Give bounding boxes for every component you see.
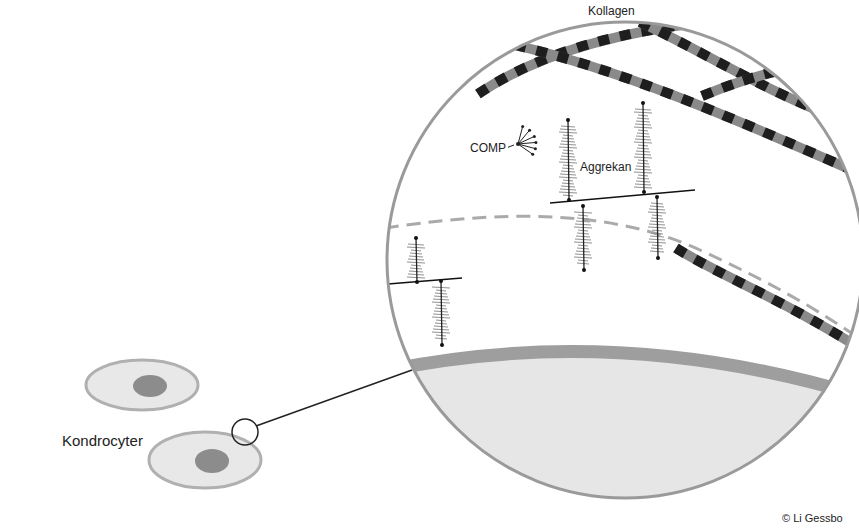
protein-end [582,268,586,272]
glycosaminoglycan-chain [635,169,651,170]
zoom-circle [387,22,859,498]
core-protein [416,238,417,282]
core-protein [441,281,442,345]
glycosaminoglycan-chain [574,257,592,258]
comp-arm-end [533,135,536,138]
zoom-marker [232,419,258,445]
collagen-fiber [515,45,859,178]
glycosaminoglycan-chain [559,192,577,193]
collagen-fiber [676,248,859,358]
glycosaminoglycan-chain [433,329,449,330]
glycosaminoglycan-chain [432,332,450,333]
core-protein [583,206,584,270]
core-protein [568,120,569,200]
zoom-content [370,22,859,520]
glycosaminoglycan-chain [634,172,652,173]
aggrecan-label: Aggrekan [578,160,633,174]
protein-end [581,204,585,208]
collagen-stripes [676,248,859,358]
aggrecan-molecule [648,195,666,260]
glycosaminoglycan-chain [577,248,589,249]
protein-end [642,190,646,194]
glycosaminoglycan-chain [560,189,576,190]
glycosaminoglycan-chain [563,180,573,181]
glycosaminoglycan-chain [434,326,448,327]
glycosaminoglycan-chain [435,338,447,339]
aggrecan-molecule [559,118,577,202]
comp-arm-end [534,141,537,144]
glycosaminoglycan-chain [435,323,447,324]
protein-end [566,118,570,122]
aggrecan-molecule [407,236,425,284]
comp-arm-end [534,147,537,150]
aggrecan-molecule [634,101,652,194]
glycosaminoglycan-chain [409,271,423,272]
glycosaminoglycan-chain [651,248,663,249]
comp-arm [518,144,533,154]
comp-arm [518,142,536,144]
collagen-label: Kollagen [586,4,637,18]
protein-end [439,279,443,283]
glycosaminoglycan-chain [637,178,649,179]
glycosaminoglycan-chain [637,163,649,164]
protein-end [656,256,660,260]
aggrecan-molecule [574,204,592,272]
chondrocyte-cell [86,360,198,410]
glycosaminoglycan-chain [562,183,574,184]
glycosaminoglycan-chain [636,166,650,167]
glycosaminoglycan-chain [635,184,651,185]
protein-end [641,101,645,105]
glycosaminoglycan-chain [436,335,446,336]
chondrocyte-label: Kondrocyter [60,432,145,450]
protein-end [414,236,418,240]
glycosaminoglycan-chain [577,263,589,264]
aggrecan-molecule [432,279,450,347]
glycosaminoglycan-chain [648,242,666,243]
zoom-leader [256,370,412,426]
protein-end [440,343,444,347]
glycosaminoglycan-chain [575,254,591,255]
glycosaminoglycan-chain [561,186,575,187]
chondrocyte-cell [149,432,261,488]
comp-arm-end [531,153,534,156]
aggrecan-group [388,101,695,347]
glycosaminoglycan-chain [578,260,588,261]
cell-nucleus [195,449,229,473]
glycosaminoglycan-chain [560,174,576,175]
protein-end [567,198,571,202]
comp-label: COMP [468,141,508,155]
collagen-stripes [515,45,859,178]
protein-end [655,195,659,199]
glycosaminoglycan-chain [410,268,422,269]
glycosaminoglycan-chain [650,251,664,252]
glycosaminoglycan-chain [636,181,650,182]
glycosaminoglycan-chain [634,187,652,188]
glycosaminoglycan-chain [563,195,573,196]
cell-membrane [370,352,859,402]
copyright-notice: © Li Gessbo [780,512,845,525]
glycosaminoglycan-chain [649,239,665,240]
glycosaminoglycan-chain [638,175,648,176]
collagen-fibers [478,22,859,358]
cell-nucleus [133,375,167,397]
comp-arm-end [521,125,524,128]
glycosaminoglycan-chain [408,274,424,275]
comp-core [516,142,520,146]
comp-arm-end [528,129,531,132]
hyaluronan-chain [388,278,462,284]
glycosaminoglycan-chain [559,177,577,178]
hyaluronan-chain [550,190,695,203]
protein-end [415,280,419,284]
core-protein [643,103,644,192]
pericellular-boundary [385,216,859,348]
glycosaminoglycan-chain [576,251,590,252]
glycosaminoglycan-chain [652,245,662,246]
comp-symbol [516,125,537,156]
glycosaminoglycan-chain [407,277,425,278]
comp-arm [518,130,530,144]
core-protein [657,197,658,258]
